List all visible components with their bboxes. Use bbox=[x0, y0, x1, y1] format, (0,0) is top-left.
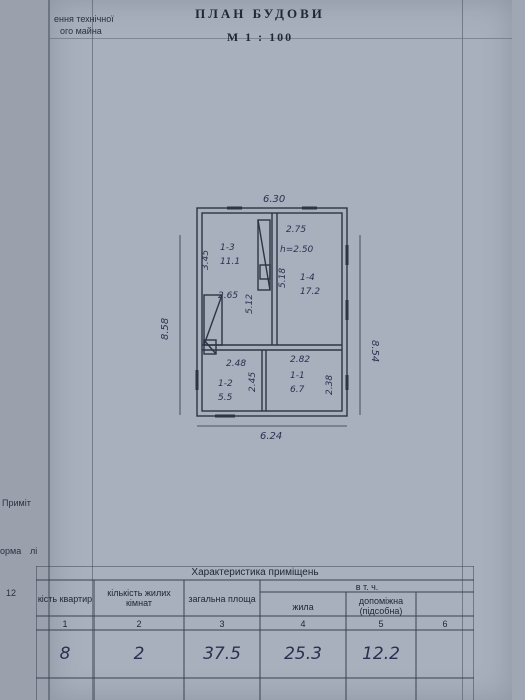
dim-2-75: 2.75 bbox=[286, 225, 306, 235]
value-living-rooms: 2 bbox=[133, 644, 145, 664]
dim-5-18: 5.18 bbox=[278, 268, 288, 288]
clipped-header-line1: ення технічної bbox=[54, 14, 114, 24]
col-total-area: загальна площа bbox=[188, 594, 256, 604]
value-living-area: 25.3 bbox=[284, 644, 322, 664]
col-num-3: 3 bbox=[219, 619, 225, 629]
col-living-rooms: кількість жилих кімнат bbox=[107, 588, 171, 608]
dim-2-82: 2.82 bbox=[290, 355, 310, 365]
left-col-number: 12 bbox=[6, 588, 17, 598]
dim-2-48: 2.48 bbox=[226, 359, 246, 369]
table-title: Характеристика приміщень bbox=[191, 567, 319, 578]
dim-2-38: 2.38 bbox=[325, 375, 335, 395]
dim-2-65: 2.65 bbox=[218, 291, 238, 301]
value-apartments: 8 bbox=[59, 644, 71, 664]
dim-3-45: 3.45 bbox=[201, 250, 211, 270]
col-num-6: 6 bbox=[442, 619, 448, 629]
col-auxiliary-area: допоміжна (підсобна) bbox=[358, 596, 404, 616]
col-num-4: 4 bbox=[300, 619, 306, 629]
dim-5-12: 5.12 bbox=[245, 294, 255, 314]
scale-label: M 1 : 100 bbox=[226, 30, 294, 44]
room-1-4-area: 17.2 bbox=[300, 287, 320, 297]
room-1-3-area: 11.1 bbox=[220, 257, 240, 267]
dim-right-height: 8.54 bbox=[369, 340, 380, 362]
clipped-header-line2: ого майна bbox=[60, 26, 102, 36]
room-1-1-area: 6.7 bbox=[290, 385, 305, 395]
floor-plan: 6.30 6.24 8.58 8.54 2.75 3.45 2.65 5.12 … bbox=[160, 194, 380, 442]
ceiling-height: h=2.50 bbox=[280, 245, 314, 255]
value-total-area: 37.5 bbox=[203, 644, 241, 664]
dim-2-45: 2.45 bbox=[248, 372, 258, 392]
dim-left-height: 8.58 bbox=[160, 318, 171, 340]
room-1-3-code: 1-3 bbox=[220, 243, 235, 253]
col-num-2: 2 bbox=[136, 619, 142, 629]
room-characteristics-table: Характеристика приміщень кість квартир к… bbox=[36, 566, 474, 700]
dim-bottom-width: 6.24 bbox=[260, 431, 282, 442]
col-num-1: 1 bbox=[62, 619, 68, 629]
left-note-label: Приміт bbox=[2, 498, 31, 508]
table-grid bbox=[36, 566, 474, 700]
room-1-4-code: 1-4 bbox=[300, 273, 315, 283]
page-title: ПЛАН БУДОВИ bbox=[195, 6, 325, 21]
col-apartments: кість квартир bbox=[37, 594, 93, 604]
left-page-strip: Приміт орма лі 12 bbox=[0, 0, 50, 700]
value-auxiliary-area: 12.2 bbox=[362, 644, 400, 664]
col-including: в т. ч. bbox=[355, 582, 379, 592]
room-1-2-area: 5.5 bbox=[218, 393, 233, 403]
col-num-5: 5 bbox=[378, 619, 384, 629]
col-living-area: жила bbox=[292, 602, 314, 612]
dim-top-width: 6.30 bbox=[263, 194, 285, 205]
room-1-1-code: 1-1 bbox=[290, 371, 305, 381]
room-1-2-code: 1-2 bbox=[218, 379, 233, 389]
left-norm-label: орма bbox=[0, 546, 22, 556]
left-li-label: лі bbox=[30, 546, 38, 556]
